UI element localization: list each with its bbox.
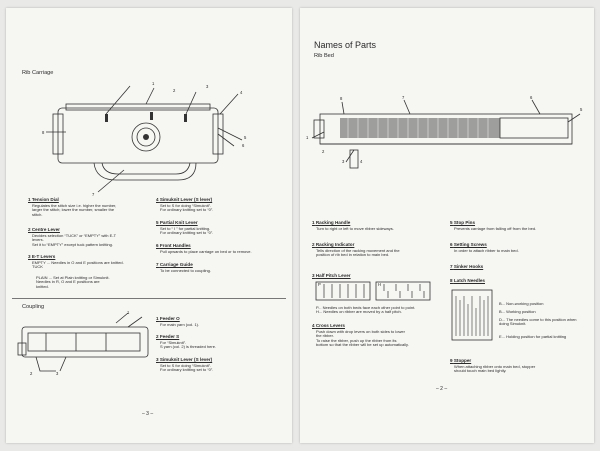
rib-item-9-desc: When attaching ribber onto main bed, sto… xyxy=(454,364,536,374)
rib-callout-4: 4 xyxy=(360,159,363,164)
rib-item-4-desc: Push down with drop levers on both sides… xyxy=(316,329,409,348)
coupling-callout-3: 3 xyxy=(56,371,59,376)
page-number-left: – 3 – xyxy=(142,411,154,417)
item-4-desc: Set to S for doing “Simuknit”.For ordina… xyxy=(160,203,214,213)
rib-callout-1: 1 xyxy=(306,135,309,140)
rib-callout-8: 8 xyxy=(340,96,343,101)
half-pitch-label-h: H xyxy=(378,282,382,287)
rib-item-4-title: 4 Cross Levers xyxy=(312,323,345,328)
callout-6: 6 xyxy=(242,143,245,148)
coupling-illustration xyxy=(17,312,149,372)
rib-callout-2: 2 xyxy=(322,149,325,154)
item-7-title: 7 Carriage Guide xyxy=(156,262,193,267)
coupling-callout-2: 2 xyxy=(30,371,33,376)
callout-8: 8 xyxy=(42,130,45,135)
rib-item-5-desc: Prevents carriage from falling off from … xyxy=(454,226,537,231)
half-pitch-illustration xyxy=(315,281,431,301)
rib-item-6-desc: In order to attach ribber to main bed. xyxy=(454,248,519,253)
rib-carriage-illustration xyxy=(46,85,243,193)
rib-item-6-title: 6 Setting Screws xyxy=(450,242,487,247)
item-6-title: 6 Front Handles xyxy=(156,243,191,248)
callout-1: 1 xyxy=(152,81,155,86)
rib-item-1-title: 1 Racking Handle xyxy=(312,220,351,225)
rib-callout-7: 7 xyxy=(402,95,405,100)
page-number-right: – 2 – xyxy=(436,386,448,392)
coupling-item-1-desc: For main yarn (col. 1). xyxy=(160,322,200,327)
rib-item-3-title: 3 Half Pitch Lever xyxy=(312,273,351,278)
rib-item-2-title: 2 Racking Indicator xyxy=(312,242,355,247)
item-3-desc: EMPTY ... Needles in O and E positions a… xyxy=(32,260,124,270)
coupling-item-3-title: 3 Simuknit Lever (S lever) xyxy=(156,357,213,362)
item-5-desc: Set to “ I ” for partial knitting.For or… xyxy=(160,226,214,236)
latch-needles-illustration xyxy=(451,289,493,341)
item-2-desc: Decides selection “TUCK” or “EMPTY” with… xyxy=(32,233,117,247)
rib-item-5-title: 5 Stop Pins xyxy=(450,220,476,225)
rib-bed-illustration xyxy=(311,99,581,169)
callout-2: 2 xyxy=(173,88,176,93)
page-subtitle: Rib Bed xyxy=(314,53,334,59)
rib-item-7-title: 7 Sinker Hooks xyxy=(450,264,484,269)
item-5-title: 5 Partial Knit Lever xyxy=(156,220,198,225)
rib-callout-5: 5 xyxy=(580,107,583,112)
rib-item-1-desc: Turn to right or left to move ribber sid… xyxy=(316,226,394,231)
half-pitch-label-p: P xyxy=(318,282,321,287)
rib-carriage-title: Rib Carriage xyxy=(22,70,54,76)
rib-callout-6: 6 xyxy=(530,95,533,100)
divider xyxy=(12,298,286,299)
rib-item-8-title: 8 Latch Needles xyxy=(450,278,485,283)
item-1-desc: Regulates the stitch size i.e. higher th… xyxy=(32,203,117,217)
needle-pos-1: B... Non-working position xyxy=(499,301,544,306)
callout-3: 3 xyxy=(206,84,209,89)
left-page: Rib Carriage 1 2 3 4 5 6 7 8 1 Tension D… xyxy=(6,8,292,443)
item-4-title: 4 Simuknit Lever (S lever) xyxy=(156,197,213,202)
needle-pos-3: D... The needles come to this position w… xyxy=(499,317,577,327)
item-6-desc: Pull upwards to place carriage on bed or… xyxy=(160,249,252,254)
needle-pos-4: E... Holding position for partial knitti… xyxy=(499,334,567,339)
item-7-desc: To be connected to coupling. xyxy=(160,268,211,273)
right-page: Names of Parts Rib Bed 8 7 6 5 1 2 3 4 1… xyxy=(300,8,594,443)
item-3-title: 3 E-T Levers xyxy=(28,254,56,259)
callout-7: 7 xyxy=(92,192,95,197)
rib-item-9-title: 9 Stopper xyxy=(450,358,472,363)
item-1-title: 1 Tension Dial xyxy=(28,197,59,202)
rib-callout-3: 3 xyxy=(342,159,345,164)
coupling-item-2-title: 2 Feeder S xyxy=(156,334,180,339)
coupling-callout-1: 1 xyxy=(127,310,130,315)
page-title: Names of Parts xyxy=(314,40,377,50)
callout-4: 4 xyxy=(240,90,243,95)
needle-pos-2: B... Working position xyxy=(499,309,536,314)
coupling-title: Coupling xyxy=(22,304,45,310)
item-2-title: 2 Centre Lever xyxy=(28,227,60,232)
coupling-item-2-desc: For “Simuknit”.S yarn (col. 2) is thread… xyxy=(160,340,217,350)
rib-item-2-desc: Tells direction of the racking movement … xyxy=(316,248,400,258)
coupling-item-3-desc: Set to S for doing “Simuknit”.For ordina… xyxy=(160,363,214,373)
item-3-plain-desc: PLAIN ... Set at Plain knitting or Simuk… xyxy=(36,275,110,289)
half-pitch-notes: P... Needles on both beds face each othe… xyxy=(316,305,416,315)
callout-5: 5 xyxy=(244,135,247,140)
coupling-item-1-title: 1 Feeder O xyxy=(156,316,180,321)
